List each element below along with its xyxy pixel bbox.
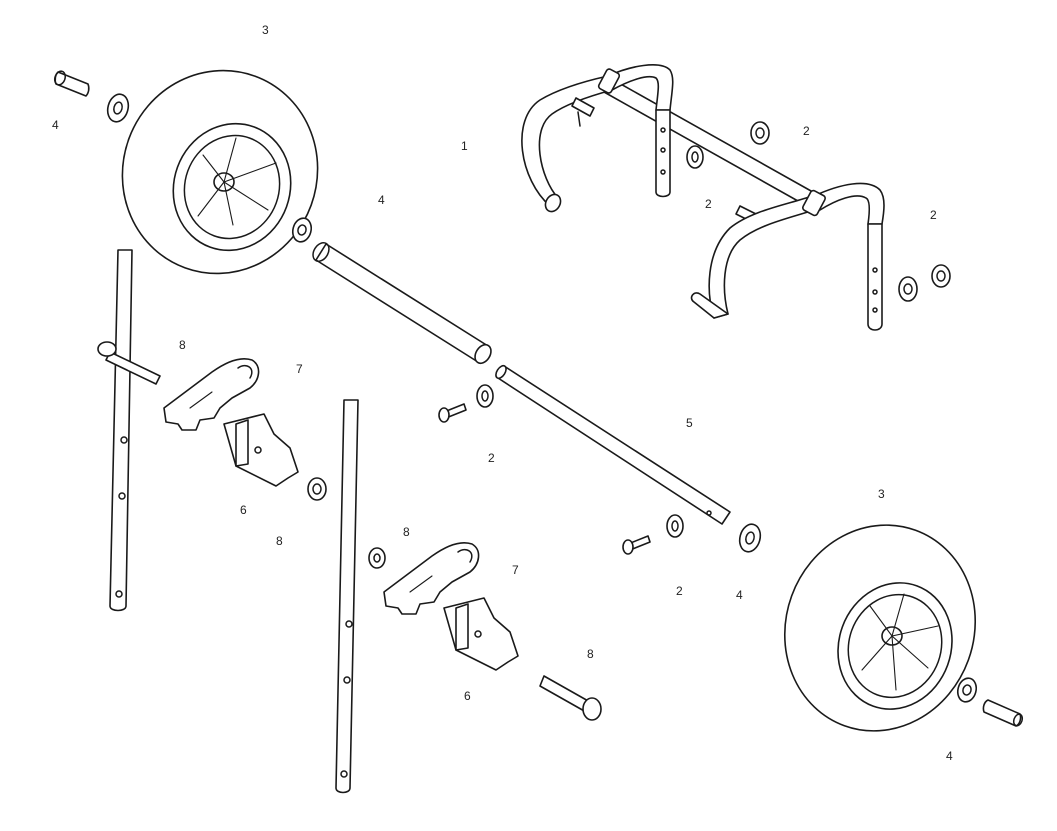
bracket-left [163,357,260,431]
washer-bottom-right [956,677,978,703]
hub-cap-top-left [53,70,90,97]
callout-5: 5 [686,416,693,430]
callout-2: 2 [488,451,495,465]
callout-2: 2 [705,197,712,211]
wheel-bottom-right [783,524,977,732]
washer-axle-right [738,523,762,553]
callout-8: 8 [179,338,186,352]
callout-6: 6 [464,689,471,703]
washer-frame-4 [931,264,951,288]
washer-center [476,384,494,408]
callout-4: 4 [52,118,59,132]
washer-frame-1 [750,121,770,145]
callout-2: 2 [803,124,810,138]
callout-3: 3 [262,23,269,37]
callout-2: 2 [930,208,937,222]
bracket-bottom [383,541,480,615]
callout-6: 6 [240,503,247,517]
callout-1: 1 [461,139,468,153]
bolt-bottom [539,675,602,721]
callout-2: 2 [676,584,683,598]
axle-tube [312,241,492,365]
callout-8: 8 [403,525,410,539]
hub-cap-bottom-right [982,699,1024,727]
washer-frame-2 [686,145,704,169]
washer-axle-left [291,217,313,243]
washer-frame-3 [898,276,918,302]
screw-lower-right [622,535,651,555]
callout-4: 4 [378,193,385,207]
washer-bracket-left [307,477,327,501]
bolt-left [97,341,161,385]
callout-8: 8 [276,534,283,548]
clamp-block-bottom [443,597,519,671]
leg-tube-left [109,249,133,612]
callout-7: 7 [296,362,303,376]
wheel-top-left [121,69,319,275]
leg-tube-middle [335,399,359,794]
callout-3: 3 [878,487,885,501]
washer-lower-right [666,514,684,538]
washer-top-left [106,93,130,123]
washer-middle [368,547,386,569]
callout-4: 4 [946,749,953,763]
callout-labels: 3 4 1 2 2 2 4 8 7 5 2 6 8 3 8 7 2 4 8 6 … [52,23,953,763]
clamp-block-left [223,413,299,487]
callout-4: 4 [736,588,743,602]
callout-7: 7 [512,563,519,577]
screw-center [438,403,467,423]
handle-frame [521,64,885,331]
rod [495,364,731,525]
callout-8: 8 [587,647,594,661]
